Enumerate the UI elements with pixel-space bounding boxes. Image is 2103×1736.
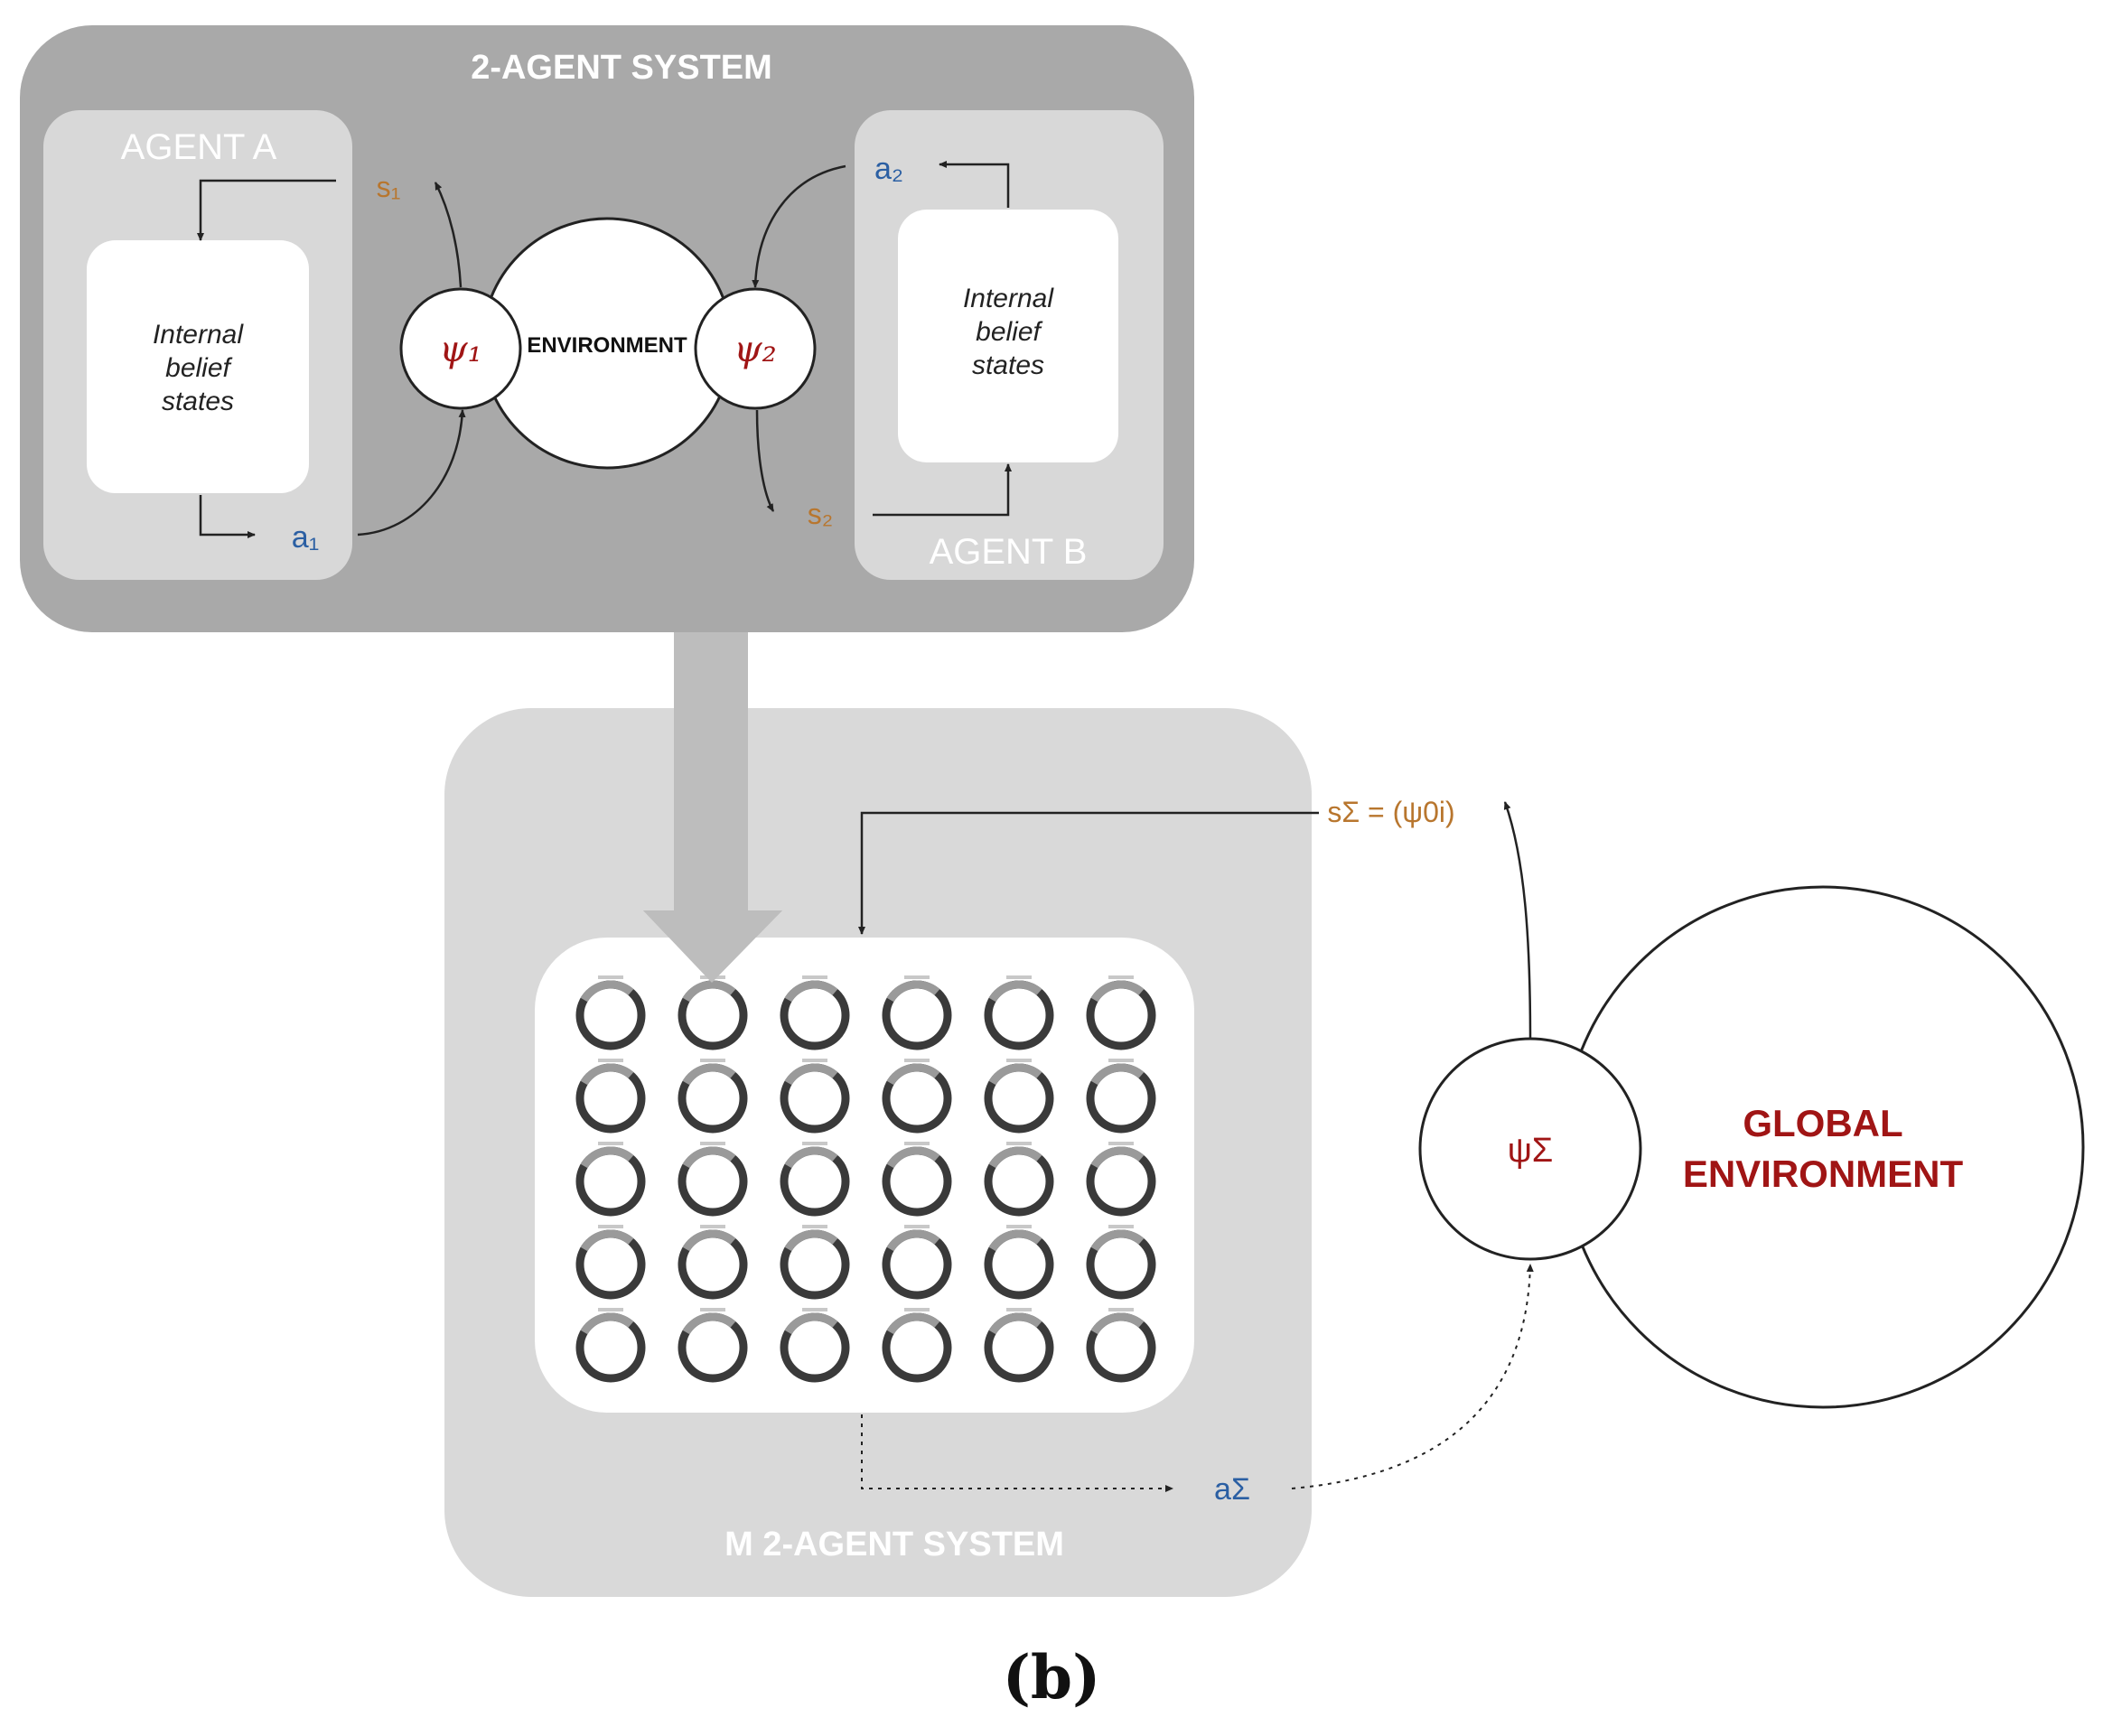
global-action-arrow <box>861 1414 1173 1492</box>
agent-pair-ring <box>678 1225 748 1300</box>
global-action-label: aΣ <box>1214 1472 1250 1507</box>
agent-pair-ring <box>882 1059 952 1134</box>
agent-pair-ring <box>575 1142 646 1217</box>
agent-pair-ring <box>575 1059 646 1134</box>
agent-a-belief-box <box>87 240 309 493</box>
agent-pair-ring <box>984 975 1054 1050</box>
agent-pair-ring <box>882 975 952 1050</box>
psi1-node <box>399 287 522 410</box>
agent-a-sensory-arrow <box>197 179 336 241</box>
agent-b-title: AGENT B <box>930 532 1088 572</box>
agent-pair-ring <box>780 975 850 1050</box>
agent-pair-ring <box>678 1308 748 1383</box>
agent-pair-ring <box>984 1059 1054 1134</box>
agent-a-sensory-label: s₁ <box>377 171 401 203</box>
agent-a-belief-line-1: Internal <box>153 320 244 350</box>
agent-b-action-label: a₂ <box>874 152 903 186</box>
scale-up-arrow <box>643 632 782 983</box>
agent-pair-ring <box>1086 975 1156 1050</box>
psi2-label: ψ₂ <box>734 329 776 370</box>
environment-label: ENVIRONMENT <box>527 333 687 358</box>
agent-b-sensory-label: s₂ <box>808 498 833 530</box>
psi-sigma-to-sensory-arrow <box>1503 801 1532 1040</box>
agent-pair-ring <box>1086 1142 1156 1217</box>
agent-grid <box>575 975 1156 1383</box>
agent-grid-box <box>535 938 1194 1413</box>
agent-pair-ring <box>1086 1308 1156 1383</box>
agent-pair-ring <box>882 1142 952 1217</box>
agent-a-action-label: a₁ <box>292 520 319 555</box>
agent-pair-ring <box>678 1142 748 1217</box>
agent-pair-ring <box>984 1225 1054 1300</box>
psi2-to-s2-arrow <box>755 409 775 512</box>
agent-a-title: AGENT A <box>121 127 277 167</box>
agent-b-sensory-arrow <box>873 463 1012 517</box>
global-sensory-arrow <box>858 811 1319 935</box>
agent-pair-ring <box>882 1308 952 1383</box>
agent-a-belief-line-2: belief <box>165 353 232 383</box>
agent-b-belief-line-3: states <box>972 350 1044 380</box>
agent-pair-ring <box>882 1225 952 1300</box>
agent-a-action-arrow <box>199 495 256 538</box>
psi1-label: ψ₁ <box>439 329 481 370</box>
figure-caption: (b) <box>1003 1642 1101 1713</box>
psi-sigma-label: ψΣ <box>1508 1132 1554 1170</box>
agent-b-belief-line-1: Internal <box>963 284 1054 313</box>
global-sensory-label: sΣ = (ψ0i) <box>1327 796 1454 828</box>
agent-pair-ring <box>780 1142 850 1217</box>
psi2-node <box>694 287 817 410</box>
global-environment-label-line-2: ENVIRONMENT <box>1683 1153 1964 1195</box>
agent-pair-ring <box>984 1142 1054 1217</box>
agent-pair-ring <box>575 1225 646 1300</box>
a2-to-psi2-arrow <box>752 164 846 288</box>
m-system-title: M 2-AGENT SYSTEM <box>724 1526 1064 1563</box>
agent-pair-ring <box>780 1059 850 1134</box>
agent-b-action-arrow <box>939 161 1010 208</box>
agent-b-belief-line-2: belief <box>976 317 1042 347</box>
agent-pair-ring <box>575 1308 646 1383</box>
agent-pair-ring <box>780 1308 850 1383</box>
global-action-to-psi-arrow <box>1291 1264 1534 1489</box>
agent-pair-ring <box>780 1225 850 1300</box>
agent-pair-ring <box>575 975 646 1050</box>
agent-pair-ring <box>984 1308 1054 1383</box>
agent-pair-ring <box>1086 1059 1156 1134</box>
agent-b-belief-box <box>898 210 1118 462</box>
global-environment-label-line-1: GLOBAL <box>1743 1102 1902 1144</box>
agent-pair-ring <box>1086 1225 1156 1300</box>
agent-a-belief-line-3: states <box>162 387 234 416</box>
scale-up-arrow-tip <box>643 910 782 983</box>
psi1-to-s1-arrow <box>434 182 463 288</box>
agent-pair-ring <box>678 1059 748 1134</box>
two-agent-system-title: 2-AGENT SYSTEM <box>471 49 772 87</box>
a1-to-psi1-arrow <box>357 409 466 537</box>
